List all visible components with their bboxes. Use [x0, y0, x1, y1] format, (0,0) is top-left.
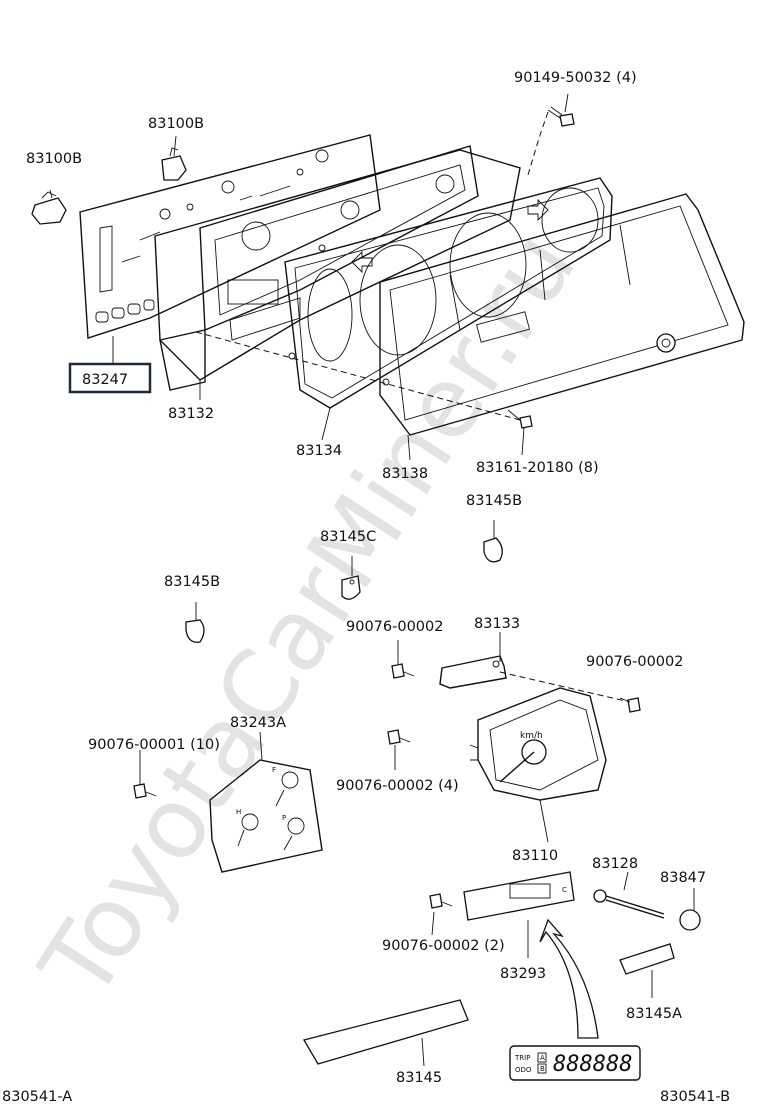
label-83243A[interactable]: 83243A [230, 715, 286, 731]
bracket-83133[interactable] [439, 655, 507, 689]
screw-90076-00002-2[interactable] [429, 893, 453, 909]
screw-90076-00001[interactable] [133, 783, 157, 799]
label-83128[interactable]: 83128 [592, 856, 638, 872]
part-83247-circuit-plate[interactable] [79, 134, 381, 339]
screw-90076-00002-4[interactable] [387, 729, 411, 745]
part-83134-dial-frame[interactable] [284, 177, 613, 409]
label-83145B-upper[interactable]: 83145B [466, 493, 522, 509]
label-83145A[interactable]: 83145A [626, 1006, 682, 1022]
label-90076-00002-b[interactable]: 90076-00002 [586, 654, 684, 670]
label-83145[interactable]: 83145 [396, 1070, 442, 1086]
reference-830541-A: 830541-A [2, 1089, 72, 1105]
label-90076-00002-2[interactable]: 90076-00002 (2) [382, 938, 505, 954]
label-83100B-top[interactable]: 83100B [148, 116, 204, 132]
cap-83145B-lower[interactable] [185, 619, 205, 643]
panel-83145[interactable] [303, 999, 469, 1065]
arrow-to-display [539, 918, 599, 1039]
clip-83100B-top[interactable] [161, 147, 187, 181]
label-83132[interactable]: 83132 [168, 406, 214, 422]
highlight-box-83247 [68, 362, 152, 394]
cover-83145A[interactable] [619, 943, 675, 975]
label-83293[interactable]: 83293 [500, 966, 546, 982]
screw-83161[interactable] [507, 409, 533, 429]
clip-83100B-left[interactable] [31, 191, 67, 225]
label-90149-50032[interactable]: 90149-50032 (4) [514, 70, 637, 86]
gauge-panel-83243A[interactable]: H F P [209, 759, 323, 873]
screw-90076-00002-a[interactable] [391, 663, 415, 679]
label-83145C[interactable]: 83145C [320, 529, 376, 545]
label-83133[interactable]: 83133 [474, 616, 520, 632]
button-83847[interactable] [679, 909, 701, 931]
display-flag-b: B [540, 1065, 545, 1073]
label-90076-00002-a[interactable]: 90076-00002 [346, 619, 444, 635]
trip-knob-83128[interactable] [593, 889, 665, 919]
part-83138-lens[interactable] [379, 193, 745, 436]
cap-83145C[interactable] [341, 575, 361, 600]
label-83134[interactable]: 83134 [296, 443, 342, 459]
label-83145B-lower[interactable]: 83145B [164, 574, 220, 590]
screw-90149[interactable] [547, 106, 575, 127]
label-90076-00001[interactable]: 90076-00001 (10) [88, 737, 220, 753]
reference-830541-B: 830541-B [660, 1089, 730, 1105]
speedo-unit: km/h [520, 731, 543, 741]
cap-83145B-upper[interactable] [483, 537, 503, 563]
odo-display-detail: TRIP ODO A B 888888 [509, 1045, 641, 1081]
label-83847[interactable]: 83847 [660, 870, 706, 886]
display-odo: ODO [515, 1066, 532, 1074]
gauge-mark-h: H [236, 808, 241, 816]
gauge-mark-f: F [272, 766, 276, 774]
label-83161-20180[interactable]: 83161-20180 (8) [476, 460, 599, 476]
label-83138[interactable]: 83138 [382, 466, 428, 482]
display-trip: TRIP [514, 1054, 530, 1062]
module-letter: C [562, 886, 567, 894]
label-83100B-left[interactable]: 83100B [26, 151, 82, 167]
label-83110[interactable]: 83110 [512, 848, 558, 864]
display-flag-a: A [540, 1054, 545, 1062]
label-83247[interactable]: 83247 [82, 372, 128, 388]
odometer-module-83293[interactable]: C [463, 871, 575, 921]
display-digits: 888888 [553, 1052, 632, 1077]
label-90076-00002-4[interactable]: 90076-00002 (4) [336, 778, 459, 794]
gauge-mark-p: P [282, 814, 286, 822]
screw-90076-00002-b[interactable] [619, 697, 641, 713]
speedometer-83110[interactable]: km/h [469, 687, 607, 801]
